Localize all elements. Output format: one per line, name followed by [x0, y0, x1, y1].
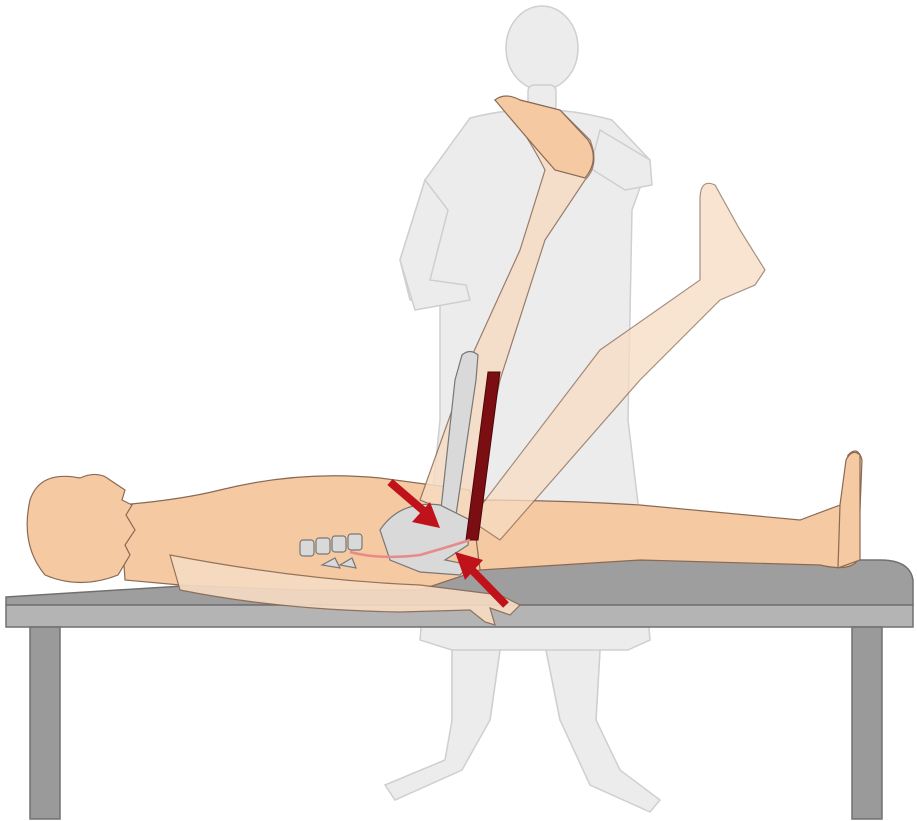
table-leg-left: [30, 627, 60, 819]
patient-head: [27, 474, 135, 582]
table-leg-right: [852, 627, 882, 819]
extended-foot: [838, 452, 860, 568]
